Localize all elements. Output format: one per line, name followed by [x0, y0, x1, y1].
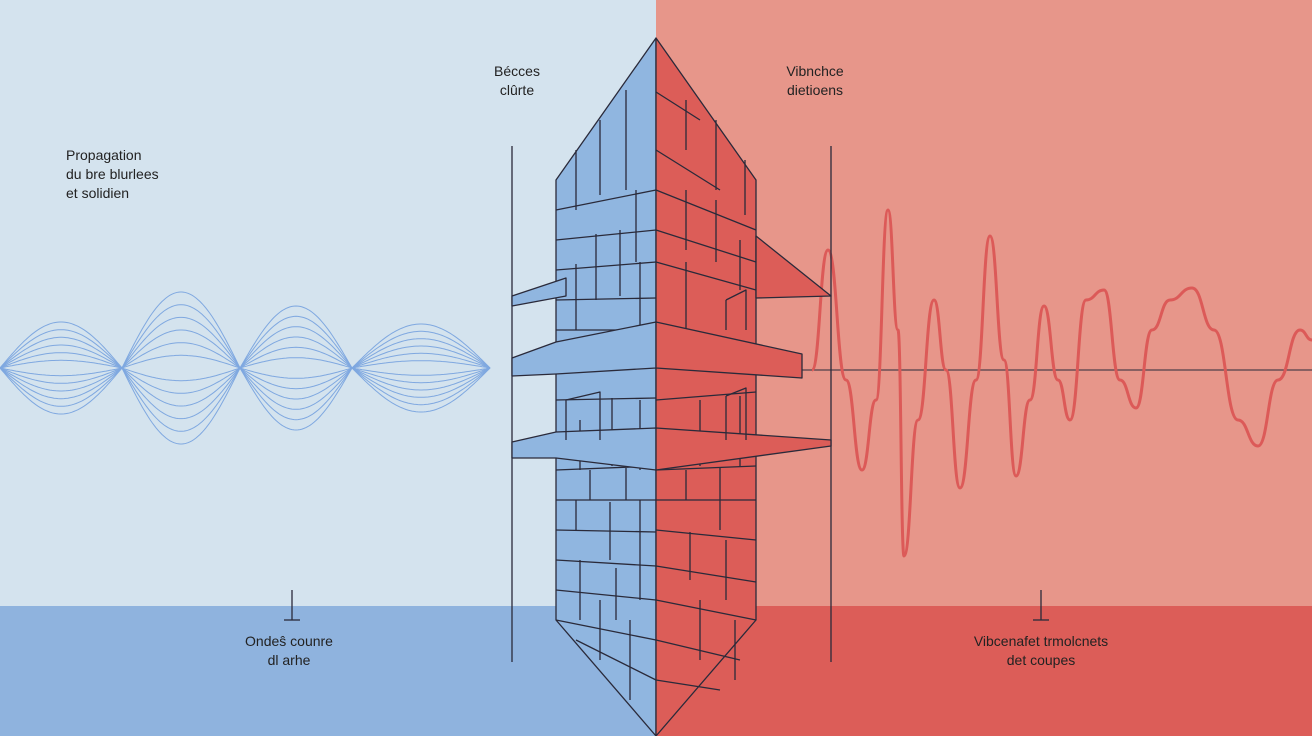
airborne-wave-line: [0, 354, 491, 369]
brick-wall: [511, 37, 832, 736]
airborne-wave-line: [0, 316, 491, 369]
label-airborne-wave: Ondeŝ counre dl arhe: [214, 632, 364, 670]
label-propagation-line-3: et solidien: [66, 185, 130, 201]
label-wall: Bécces clûrte: [470, 62, 564, 100]
right-bottom-band: [656, 606, 1312, 736]
airborne-wave-line: [0, 366, 491, 445]
label-airborne-wave-line-1: Ondeŝ counre: [245, 633, 333, 649]
airborne-wave-line: [0, 342, 491, 369]
airborne-wave-line: [0, 367, 491, 394]
ledge-red-low: [655, 427, 832, 471]
wall-windows: [565, 289, 747, 440]
ledge-red-upper: [755, 235, 832, 299]
label-vibration-line-1: Vibnchce: [786, 63, 844, 79]
label-vibration-wave: Vibcenafet trmolcnets det coupes: [926, 632, 1156, 670]
label-vibration: Vibnchce dietioens: [760, 62, 870, 100]
airborne-wave-line: [0, 367, 491, 420]
airborne-wave: [0, 291, 491, 445]
left-bottom-band: [0, 606, 656, 736]
ledge-blue-upper: [511, 277, 567, 307]
airborne-wave-line: [0, 367, 491, 432]
label-propagation-line-1: Propagation: [66, 147, 142, 163]
airborne-wave-line: [0, 367, 491, 382]
vibration-wave-line: [810, 208, 1312, 558]
airborne-wave-line: [0, 367, 491, 407]
airborne-wave-line: [0, 291, 491, 370]
airborne-wave-line: [0, 304, 491, 369]
label-vibration-wave-line-2: det coupes: [1006, 652, 1076, 668]
label-vibration-line-2: dietioens: [786, 82, 844, 98]
vibration-wave: [796, 208, 1312, 558]
label-propagation-line-2: du bre blurlees: [66, 166, 159, 182]
label-wall-line-2: clûrte: [499, 82, 535, 98]
wall-ledges: [511, 235, 832, 471]
label-wall-line-1: Bécces: [494, 63, 540, 79]
guide-lines: [284, 146, 1049, 662]
label-airborne-wave-line-2: dl arhe: [267, 652, 311, 668]
label-propagation: Propagation du bre blurlees et solidien: [66, 146, 159, 203]
bricks-blue: [555, 90, 657, 700]
left-background: [0, 0, 656, 606]
label-vibration-wave-line-1: Vibcenafet trmolcnets: [973, 633, 1109, 649]
bricks-red: [655, 91, 757, 691]
ledge-red-mid: [655, 321, 803, 379]
airborne-wave-line: [0, 329, 491, 369]
